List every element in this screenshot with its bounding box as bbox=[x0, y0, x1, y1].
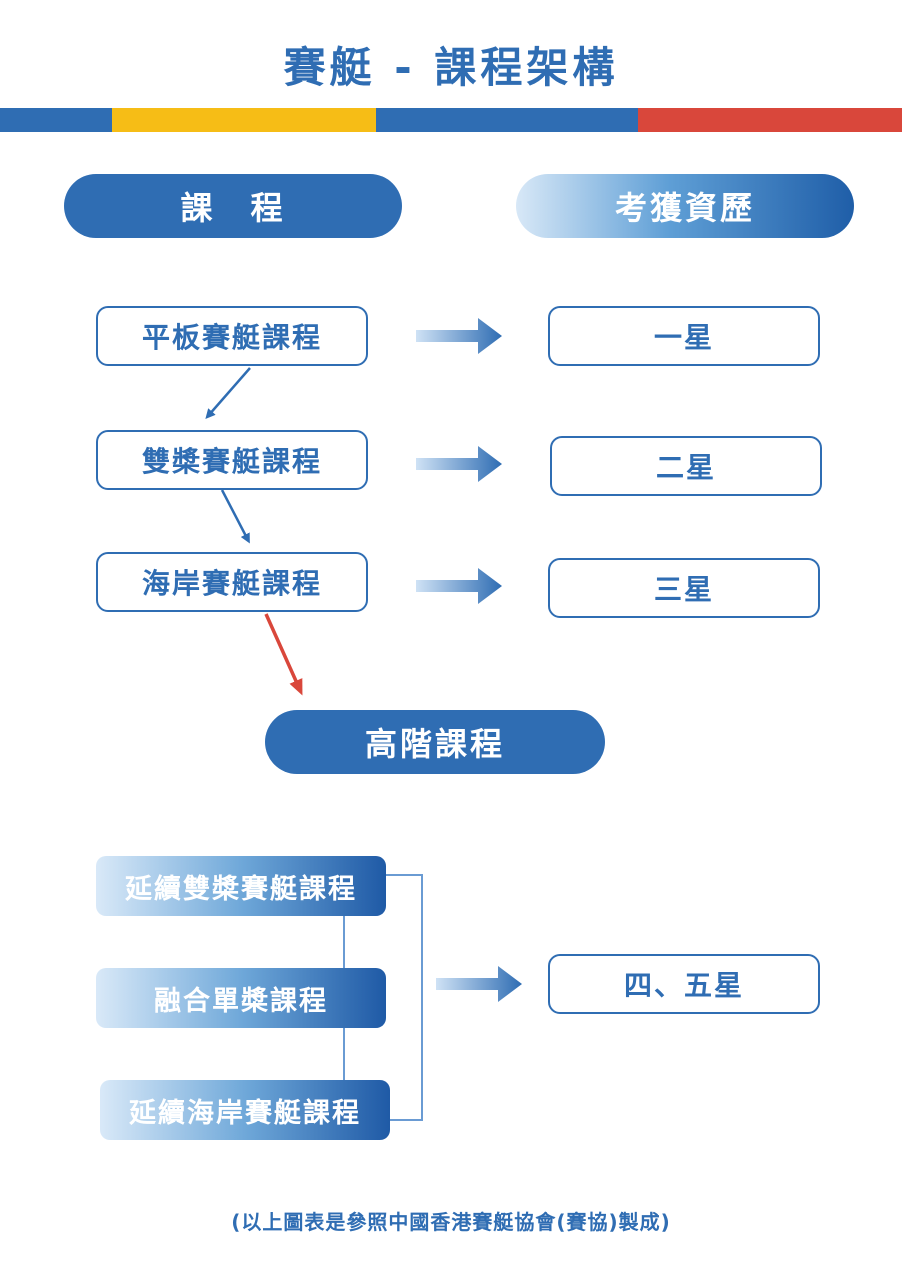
progress-arrow-2 bbox=[220, 489, 250, 544]
courses-header-label: 課 程 bbox=[180, 189, 286, 227]
color-bar-blue-2 bbox=[376, 108, 638, 132]
course-label: 雙槳賽艇課程 bbox=[141, 445, 322, 478]
course-box-sculls: 雙槳賽艇課程 bbox=[96, 430, 368, 490]
course-label: 平板賽艇課程 bbox=[141, 321, 322, 354]
fat-arrow-advanced bbox=[436, 966, 522, 1002]
advanced-course-sweep: 融合單槳課程 bbox=[96, 968, 386, 1028]
page-title: 賽艇 - 課程架構 bbox=[283, 43, 619, 92]
advanced-bracket bbox=[386, 874, 423, 1121]
award-label: 一星 bbox=[653, 321, 714, 354]
fat-arrow-1 bbox=[416, 318, 502, 354]
advanced-course-label: 延續海岸賽艇課程 bbox=[129, 1097, 361, 1129]
course-box-coastal: 海岸賽艇課程 bbox=[96, 552, 368, 612]
advanced-course-sculls: 延續雙槳賽艇課程 bbox=[96, 856, 386, 916]
qualifications-header-label: 考獲資歷 bbox=[614, 189, 755, 227]
award-label: 三星 bbox=[653, 573, 714, 606]
color-bar-blue-1 bbox=[0, 108, 112, 132]
advanced-course-coastal: 延續海岸賽艇課程 bbox=[100, 1080, 390, 1140]
progress-arrow-advanced bbox=[264, 613, 303, 696]
course-label: 海岸賽艇課程 bbox=[141, 567, 322, 600]
award-box-advanced: 四、五星 bbox=[548, 954, 820, 1014]
courses-header: 課 程 bbox=[64, 174, 402, 238]
progress-arrow-1 bbox=[205, 367, 251, 420]
advanced-header-label: 高階課程 bbox=[364, 725, 505, 763]
advanced-header: 高階課程 bbox=[265, 710, 605, 774]
award-label: 二星 bbox=[655, 451, 716, 484]
color-bar-yellow bbox=[112, 108, 376, 132]
advanced-course-label: 延續雙槳賽艇課程 bbox=[125, 873, 357, 905]
course-box-flat: 平板賽艇課程 bbox=[96, 306, 368, 366]
award-box-3: 三星 bbox=[548, 558, 820, 618]
fat-arrow-3 bbox=[416, 568, 502, 604]
award-box-2: 二星 bbox=[550, 436, 822, 496]
fat-arrow-2 bbox=[416, 446, 502, 482]
qualifications-header: 考獲資歷 bbox=[516, 174, 854, 238]
advanced-course-label: 融合單槳課程 bbox=[154, 985, 328, 1017]
source-footnote: (以上圖表是參照中國香港賽艇協會(賽協)製成) bbox=[231, 1210, 671, 1234]
color-bar-red bbox=[638, 108, 902, 132]
award-box-1: 一星 bbox=[548, 306, 820, 366]
award-label: 四、五星 bbox=[623, 969, 744, 1002]
